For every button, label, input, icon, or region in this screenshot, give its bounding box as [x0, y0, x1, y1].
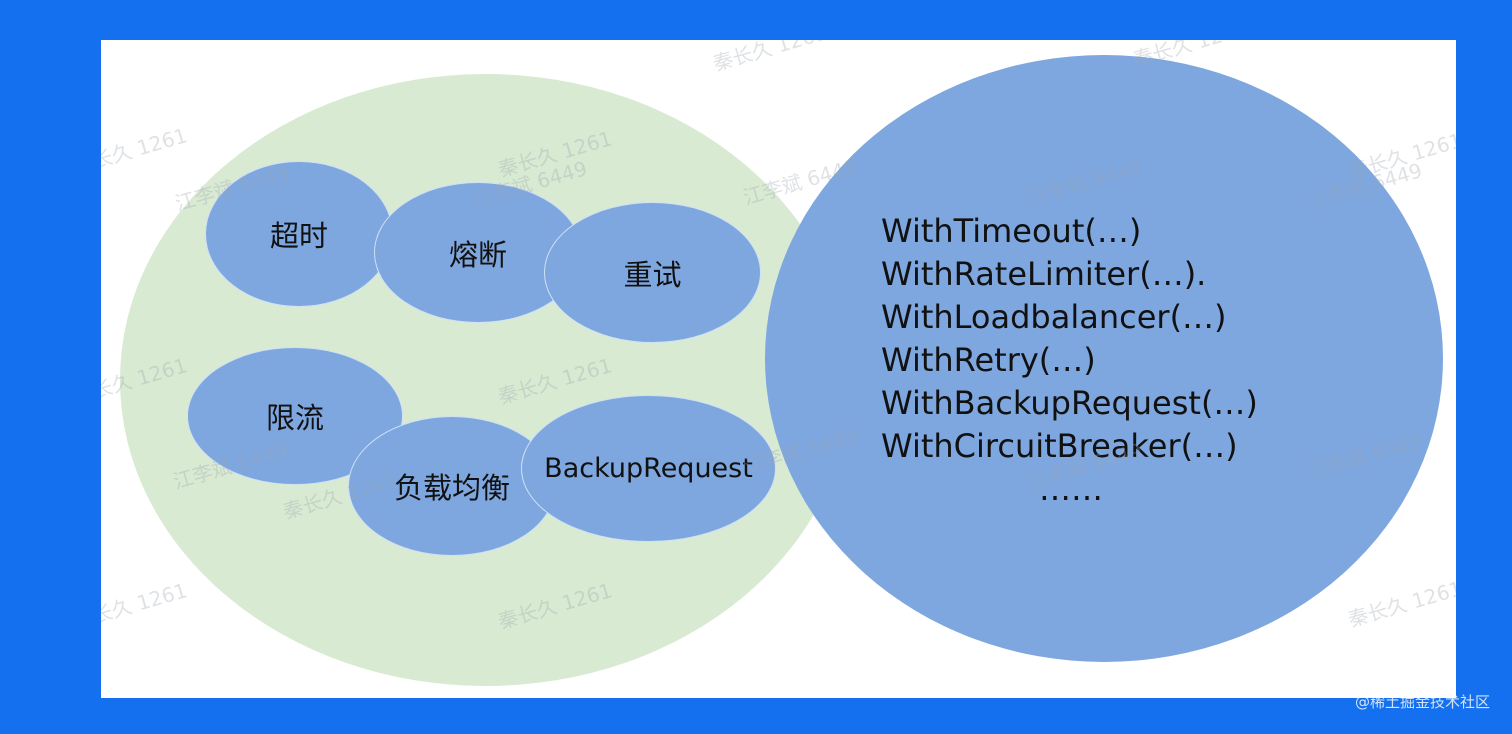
watermark: 秦长久 1261 — [710, 40, 830, 76]
feature-label: 负载均衡 — [393, 471, 510, 505]
feature-timeout: 超时 — [205, 161, 393, 307]
method-item: WithRetry(…) — [881, 341, 1096, 379]
feature-retry: 重试 — [544, 202, 761, 343]
method-list: WithTimeout(…) WithRateLimiter(…). WithL… — [881, 210, 1258, 511]
watermark: 秦长久 1261 — [1345, 576, 1456, 632]
feature-label: BackupRequest — [544, 453, 753, 484]
method-item: WithLoadbalancer(…) — [881, 298, 1227, 336]
feature-backup-request: BackupRequest — [521, 395, 776, 542]
feature-label: 限流 — [265, 401, 324, 435]
feature-label: 熔断 — [448, 237, 507, 272]
feature-label: 重试 — [623, 257, 682, 292]
watermark: 秦长久 1261 — [101, 578, 190, 634]
method-item: WithCircuitBreaker(…) — [881, 427, 1238, 465]
site-watermark: @稀土掘金技术社区 — [1354, 693, 1490, 711]
feature-load-balancing: 负载均衡 — [348, 416, 556, 556]
diagram-canvas: 超时 熔断 重试 限流 负载均衡 BackupRequest WithTimeo… — [101, 40, 1456, 698]
method-item: WithRateLimiter(…). — [881, 255, 1207, 293]
method-item: WithTimeout(…) — [881, 212, 1142, 250]
watermark: 秦长久 1261 — [101, 123, 190, 179]
method-ellipsis: …… — [1039, 470, 1103, 508]
methods-ellipse — [765, 55, 1443, 662]
feature-label: 超时 — [269, 219, 328, 253]
method-item: WithBackupRequest(…) — [881, 384, 1258, 422]
